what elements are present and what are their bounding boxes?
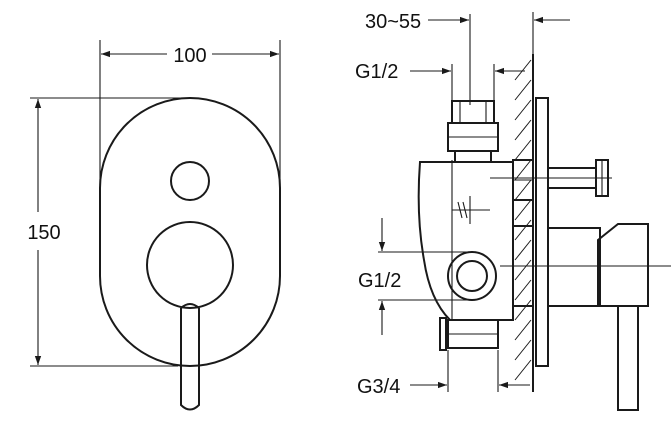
wall-section (514, 54, 534, 392)
depth-dimension: 30~55 (365, 11, 570, 105)
top-inlet-fitting (447, 100, 499, 163)
handle-base-side (547, 227, 601, 307)
mounting-screw (452, 196, 490, 224)
top-thread-dimension: G1/2 (355, 61, 525, 102)
wall-hatching (514, 59, 532, 381)
depth-label: 30~55 (365, 11, 421, 33)
middle-thread-label: G1/2 (358, 270, 401, 292)
front-view (99, 97, 281, 411)
height-label: 150 (27, 222, 60, 244)
lever-handle-side (597, 223, 649, 411)
cover-plate (99, 97, 281, 367)
lever-joint (180, 303, 200, 309)
valve-body (417, 161, 514, 321)
middle-outlet (447, 251, 497, 301)
lever-handle (180, 308, 200, 411)
diverter-spindle (490, 159, 612, 201)
bottom-thread-label: G3/4 (357, 376, 400, 398)
front-height-dimension: 150 (27, 97, 190, 367)
middle-thread-dimension: G1/2 (358, 218, 472, 335)
width-label: 100 (173, 45, 206, 67)
handle-base (146, 221, 234, 309)
side-view (417, 54, 671, 411)
top-thread-label: G1/2 (355, 61, 398, 83)
cover-plate-side (535, 97, 549, 367)
bottom-thread-dimension: G3/4 (357, 350, 530, 398)
diverter-knob (170, 161, 210, 201)
front-width-dimension: 100 (99, 40, 281, 185)
bottom-inlet-fitting (439, 317, 499, 351)
